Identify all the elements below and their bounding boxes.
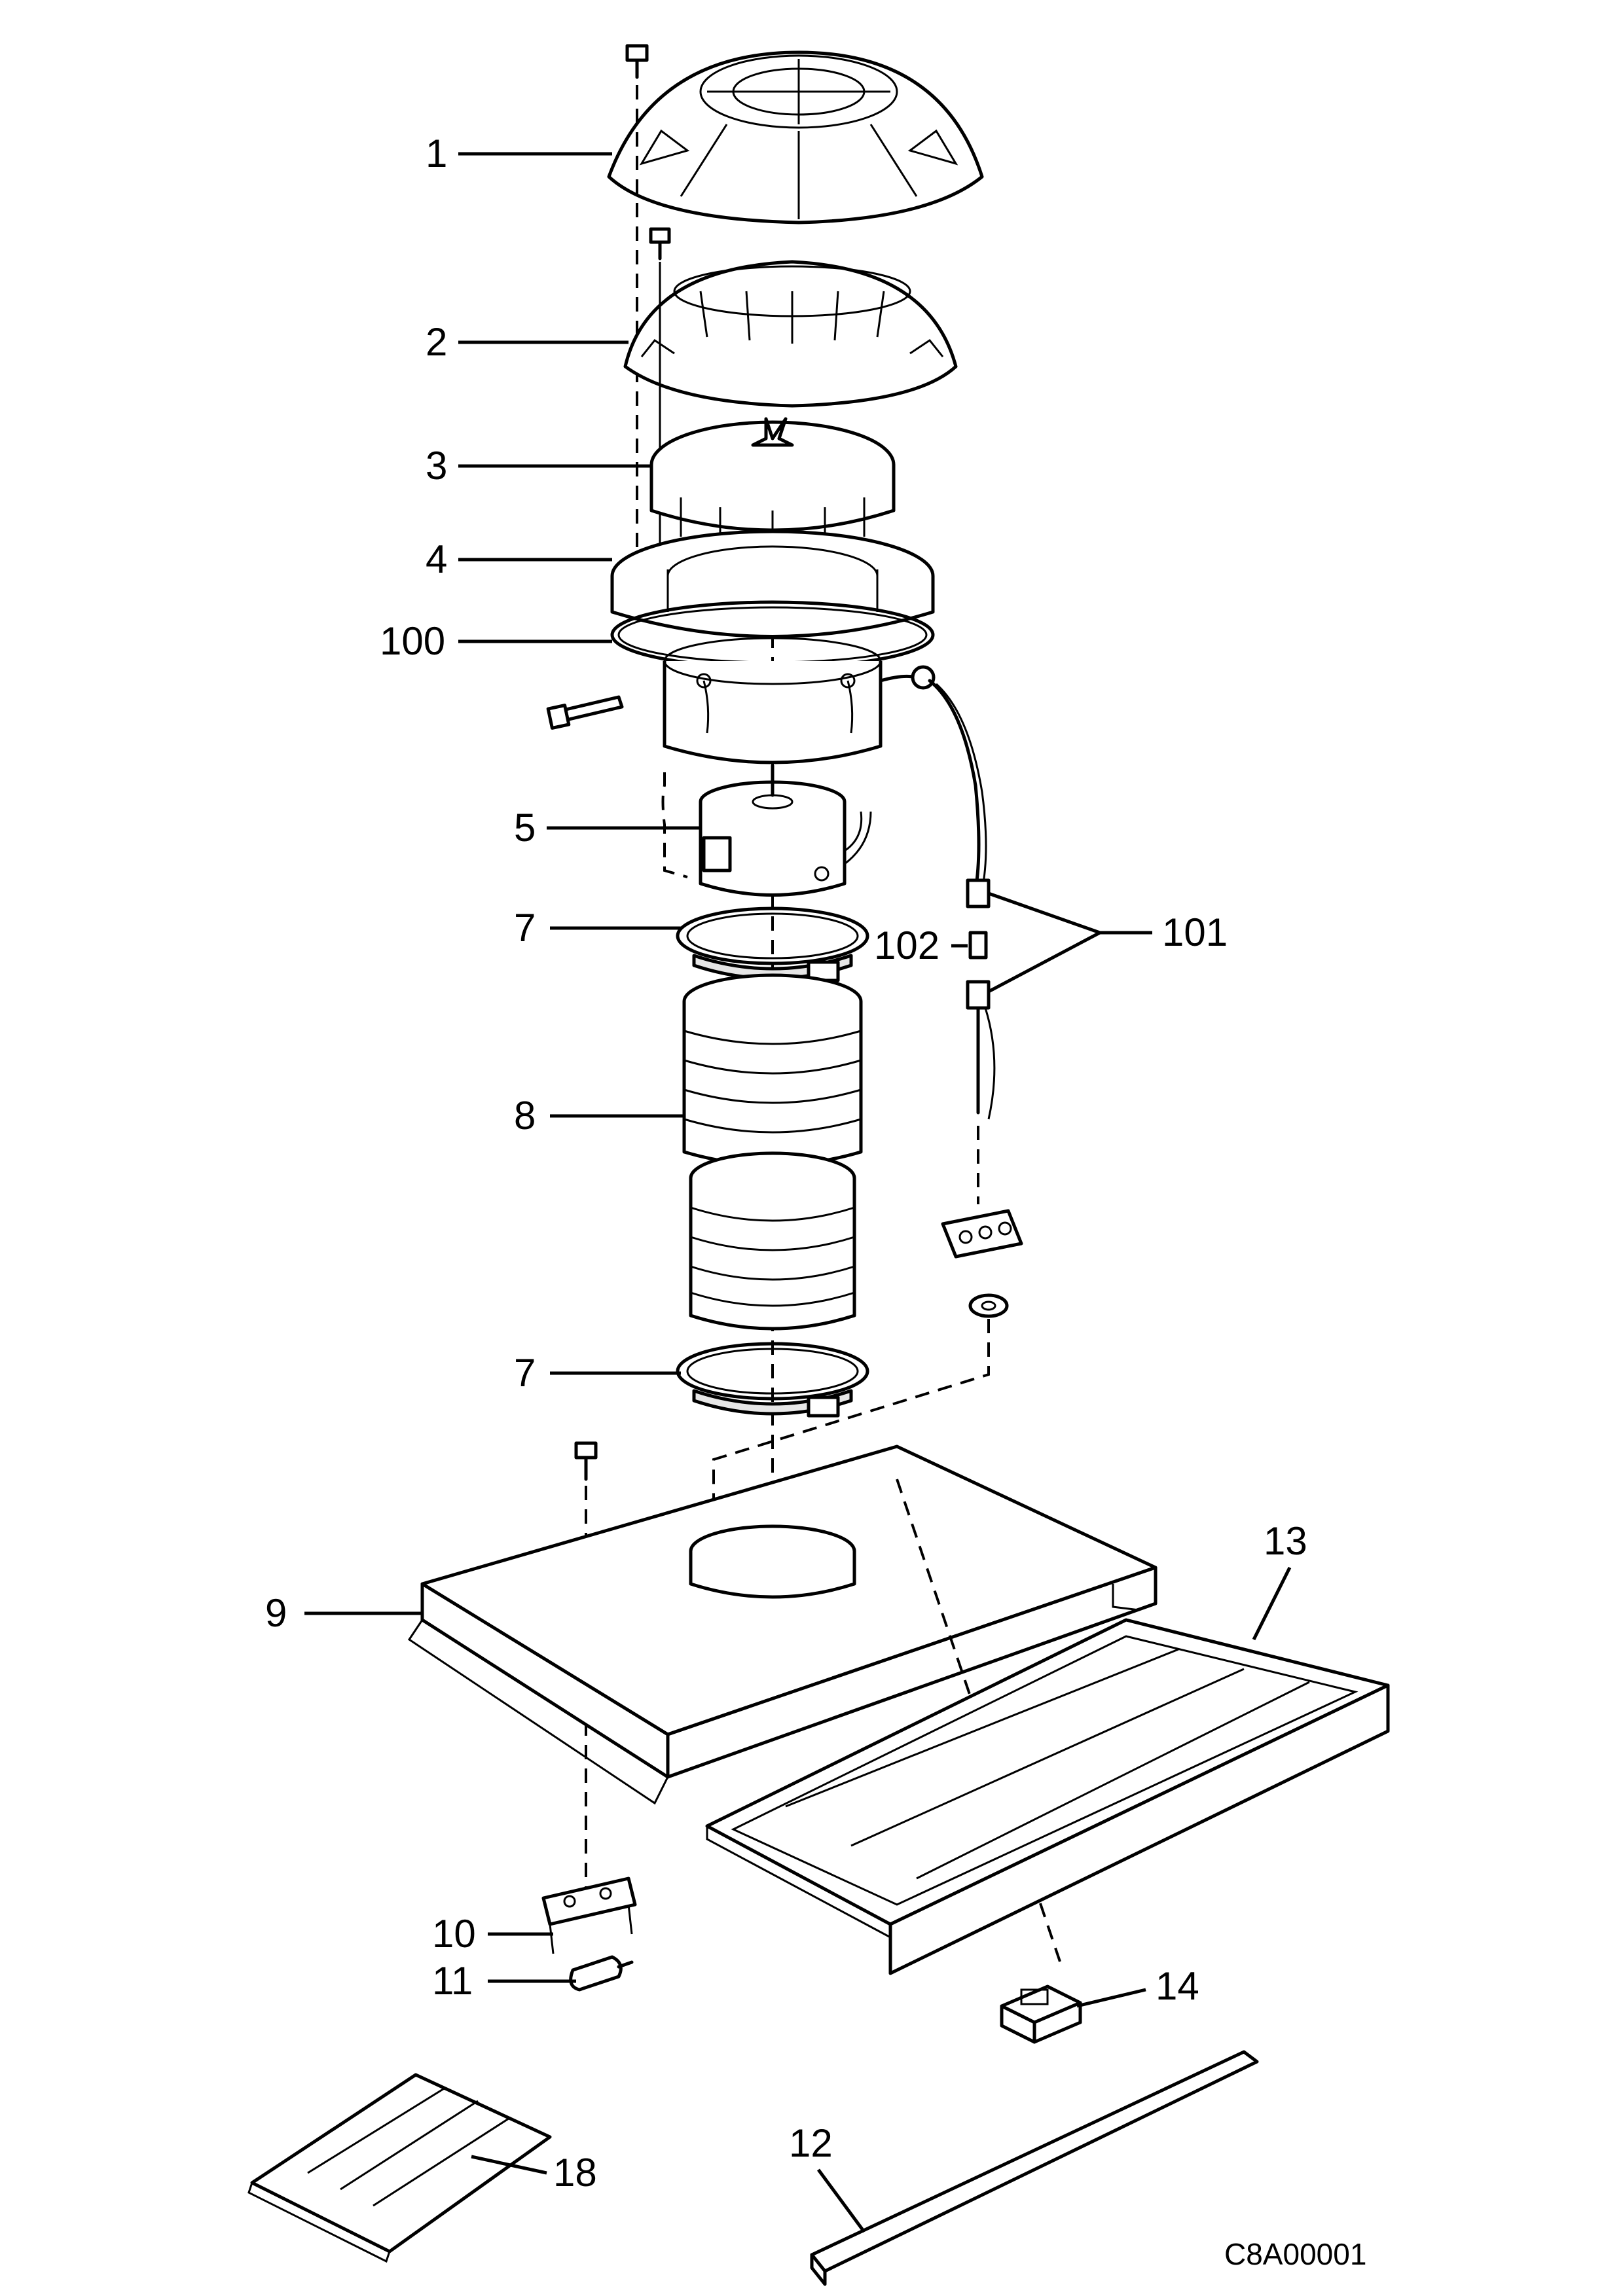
part-11-lamp bbox=[569, 1955, 634, 1992]
part-4-mounting-flange bbox=[610, 529, 935, 638]
callout-5: 5 bbox=[514, 806, 536, 850]
callout-1: 1 bbox=[426, 132, 447, 175]
cable-route-dashed bbox=[712, 1319, 990, 1512]
part-13-grease-filter bbox=[705, 1618, 1390, 1975]
fan-housing-cylinder bbox=[663, 637, 883, 764]
motor-bracket-outline bbox=[661, 772, 688, 878]
callout-11: 11 bbox=[432, 1959, 473, 2003]
part-1-vent-cover bbox=[607, 50, 984, 224]
screw-hood-icon bbox=[574, 1441, 598, 1898]
callout-18: 18 bbox=[553, 2151, 597, 2195]
callout-3: 3 bbox=[426, 444, 447, 488]
part-14-switch bbox=[1000, 1984, 1082, 2044]
callout-13: 13 bbox=[1264, 1519, 1307, 1563]
callout-14: 14 bbox=[1156, 1964, 1199, 2008]
callout-7-lower: 7 bbox=[514, 1351, 536, 1395]
callout-4: 4 bbox=[426, 537, 447, 581]
callout-8: 8 bbox=[514, 1094, 536, 1138]
part-102-terminal bbox=[968, 931, 988, 960]
part-3-deflector-disc bbox=[649, 417, 896, 547]
callout-10: 10 bbox=[432, 1912, 476, 1956]
terminal-block bbox=[941, 1209, 1023, 1259]
part-7-upper-hose-clamp bbox=[676, 906, 869, 982]
callout-7-upper: 7 bbox=[514, 906, 536, 950]
part-2-inner-dome bbox=[623, 260, 958, 408]
screw-second-icon bbox=[649, 227, 671, 583]
screw-top-icon bbox=[625, 44, 649, 589]
callout-9: 9 bbox=[265, 1591, 287, 1635]
part-5-motor bbox=[699, 764, 872, 897]
callout-101: 101 bbox=[1162, 910, 1228, 954]
part-8-flexible-duct bbox=[682, 973, 863, 1331]
grommet bbox=[968, 1293, 1009, 1318]
leader-lines bbox=[304, 152, 1292, 2233]
side-screw-icon bbox=[546, 695, 624, 730]
callout-2: 2 bbox=[426, 320, 447, 364]
callout-100: 100 bbox=[380, 619, 445, 663]
power-cable bbox=[879, 665, 987, 892]
callout-102: 102 bbox=[874, 924, 939, 967]
part-9-hood-body bbox=[407, 1444, 1158, 1964]
part-12-trim-strip bbox=[810, 2050, 1259, 2286]
callout-12: 12 bbox=[789, 2121, 833, 2165]
part-18-manual bbox=[247, 2073, 552, 2263]
drawing-reference: C8A00001 bbox=[1224, 2237, 1366, 2271]
part-101-connectors bbox=[966, 878, 996, 1120]
part-10-bracket bbox=[541, 1876, 637, 1954]
part-7-lower-hose-clamp bbox=[676, 1342, 869, 1418]
